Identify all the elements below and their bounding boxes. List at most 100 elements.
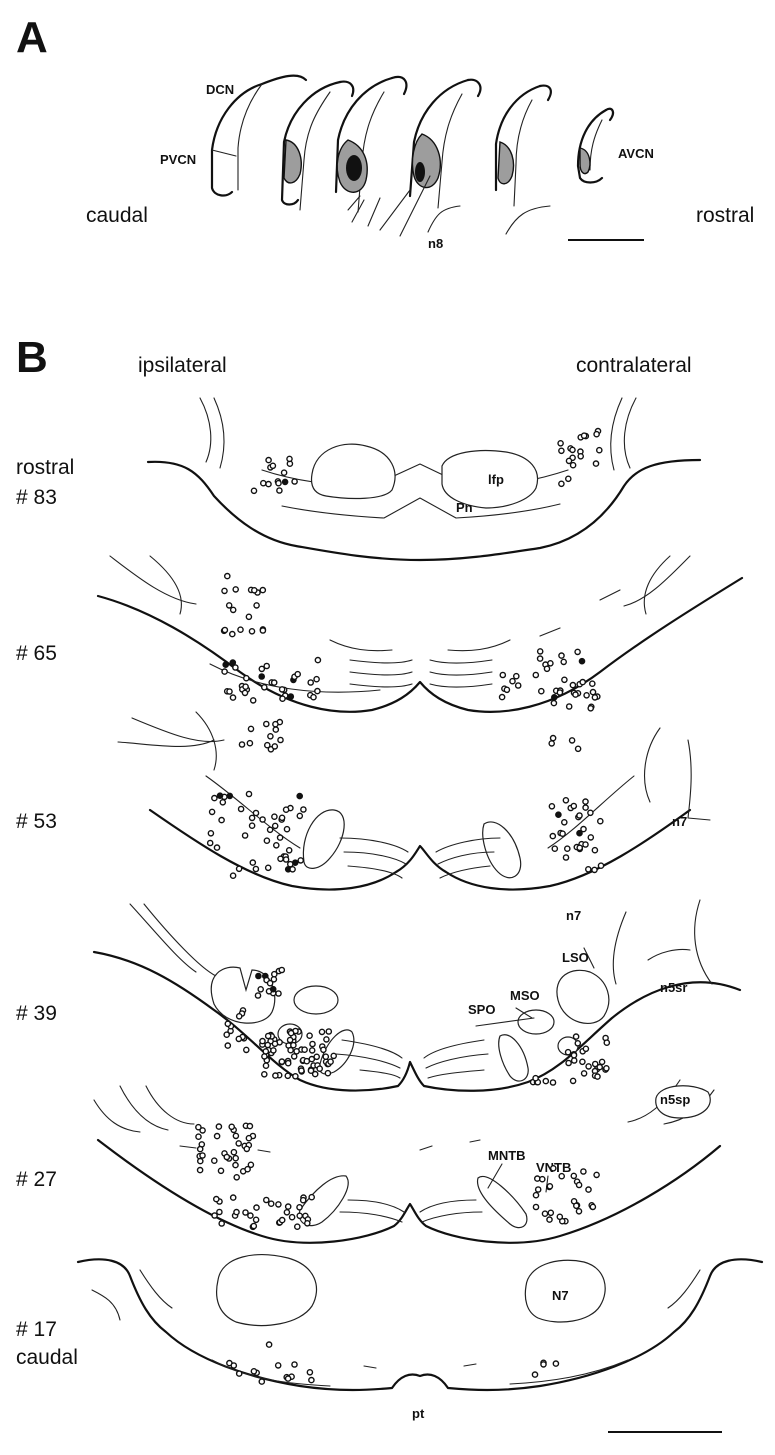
neuron-39-ipsi xyxy=(298,1067,305,1074)
neuron-17-ipsi xyxy=(274,1362,282,1369)
neuron-53-ipsi xyxy=(266,826,274,834)
neuron-65-contra xyxy=(514,682,522,689)
neuron-65-contra xyxy=(569,681,577,689)
dcn-label: DCN xyxy=(206,82,234,97)
neuron-83-ipsi xyxy=(265,456,272,464)
mntb-label: MNTB xyxy=(488,1148,526,1163)
neuron-53-ipsi xyxy=(289,866,296,873)
brainstem-section-65 xyxy=(96,555,744,713)
neuron-39-contra xyxy=(591,1060,599,1068)
neuron-39-contra xyxy=(582,1045,590,1053)
neuron-53-ipsi xyxy=(286,860,294,868)
neuron-83-ipsi xyxy=(265,480,272,488)
neuron-65-ipsi xyxy=(250,587,258,594)
mntb-right-39 xyxy=(498,1034,529,1082)
neuron-39-contra xyxy=(594,1073,601,1080)
neuron-39-ipsi xyxy=(242,1046,250,1054)
neuron-27-ipsi xyxy=(199,1127,206,1134)
neuron-65-ipsi xyxy=(278,686,286,693)
neuron-39-ipsi xyxy=(301,1046,308,1053)
neuron-27-ipsi xyxy=(288,1213,296,1221)
neuron-53-ipsi xyxy=(282,806,290,814)
neuron-53-ipsi xyxy=(249,859,257,866)
lfp-label: lfp xyxy=(488,472,504,487)
neuron-83-contra xyxy=(593,430,600,438)
neuron-53-ipsi xyxy=(235,865,243,873)
neuron-27-ipsi xyxy=(196,1166,204,1174)
neuron-39-ipsi xyxy=(278,966,286,974)
neuron-27-contra xyxy=(539,1175,546,1183)
neuron-53-ipsi xyxy=(263,837,271,845)
cn-section-6 xyxy=(576,107,615,184)
section-83-label: # 83 xyxy=(16,486,57,509)
cn-section-5 xyxy=(494,84,552,235)
neuron-39-ipsi xyxy=(286,1036,294,1044)
neuron-27-ipsi xyxy=(228,1123,235,1131)
lso-right xyxy=(556,969,610,1025)
neuron-27-contra xyxy=(546,1183,554,1190)
neuron-27-ipsi xyxy=(246,1122,254,1130)
neuron-53-ipsi xyxy=(272,842,280,849)
neuron-27-ipsi xyxy=(210,1157,218,1164)
neuron-65-contra xyxy=(536,655,544,662)
neuron-27-ipsi xyxy=(218,1220,225,1227)
labeled-neurons xyxy=(195,427,611,1385)
neuron-53-ipsi xyxy=(276,834,284,841)
neuron-39-ipsi xyxy=(284,1072,292,1080)
neuron-65-ipsi xyxy=(245,613,253,621)
neuron-53-ipsi xyxy=(272,720,279,728)
neuron-65-contra xyxy=(503,686,511,694)
neuron-53-ipsi xyxy=(226,792,234,800)
neuron-27-ipsi xyxy=(195,1123,202,1131)
neuron-27-ipsi xyxy=(267,1200,275,1207)
neuron-39-ipsi xyxy=(269,985,277,993)
neuron-65-contra xyxy=(578,657,586,665)
neuron-39-contra xyxy=(549,1079,557,1086)
neuron-39-ipsi xyxy=(320,1046,327,1054)
neuron-53-contra xyxy=(568,737,576,744)
neuron-39-ipsi xyxy=(271,1040,279,1048)
neuron-39-ipsi xyxy=(254,992,262,999)
neuron-65-ipsi xyxy=(249,697,257,704)
neuron-53-ipsi xyxy=(211,794,218,802)
neuron-53-contra xyxy=(561,819,568,826)
neuron-27-contra xyxy=(575,1208,583,1215)
neuron-65-ipsi xyxy=(232,586,239,593)
neuron-39-ipsi xyxy=(290,1053,298,1060)
neuron-39-contra xyxy=(542,1077,550,1085)
neuron-39-ipsi xyxy=(224,1020,232,1028)
neuron-27-ipsi xyxy=(233,1174,240,1181)
neuron-53-ipsi xyxy=(272,726,280,733)
neuron-65-ipsi xyxy=(263,662,271,670)
neuron-53-ipsi xyxy=(271,813,278,821)
neuron-53-contra xyxy=(548,803,556,810)
neuron-65-ipsi xyxy=(229,659,237,666)
neuron-27-ipsi xyxy=(252,1216,260,1224)
neuron-83-contra xyxy=(565,475,572,483)
neuron-53-contra xyxy=(582,841,589,848)
neuron-27-ipsi xyxy=(284,1203,292,1210)
rostral-label-b: rostral xyxy=(16,456,74,479)
filled-cell-cluster-2 xyxy=(415,162,425,182)
neuron-65-ipsi xyxy=(221,668,228,675)
neuron-53-ipsi xyxy=(252,809,260,817)
panel-b-letter: B xyxy=(16,333,48,382)
neuron-27-contra xyxy=(532,1203,540,1211)
neuron-53-contra xyxy=(570,802,578,810)
cochlear-nucleus-sections xyxy=(210,74,615,237)
neuron-39-contra xyxy=(580,1070,588,1077)
neuron-53-ipsi xyxy=(259,816,266,823)
neuron-65-ipsi xyxy=(228,630,236,638)
neuron-27-contra xyxy=(589,1203,597,1211)
neuron-27-ipsi xyxy=(232,1161,239,1169)
neuron-27-contra xyxy=(575,1181,583,1189)
neuron-27-contra xyxy=(558,1172,566,1180)
neuron-65-ipsi xyxy=(226,688,233,695)
neuron-83-ipsi xyxy=(259,479,267,487)
neuron-27-ipsi xyxy=(283,1209,291,1216)
neuron-39-contra xyxy=(585,1063,592,1070)
neuron-65-ipsi xyxy=(307,679,315,686)
neuron-39-ipsi xyxy=(270,976,278,983)
neuron-53-contra xyxy=(587,834,595,841)
neuron-39-ipsi xyxy=(327,1058,334,1065)
